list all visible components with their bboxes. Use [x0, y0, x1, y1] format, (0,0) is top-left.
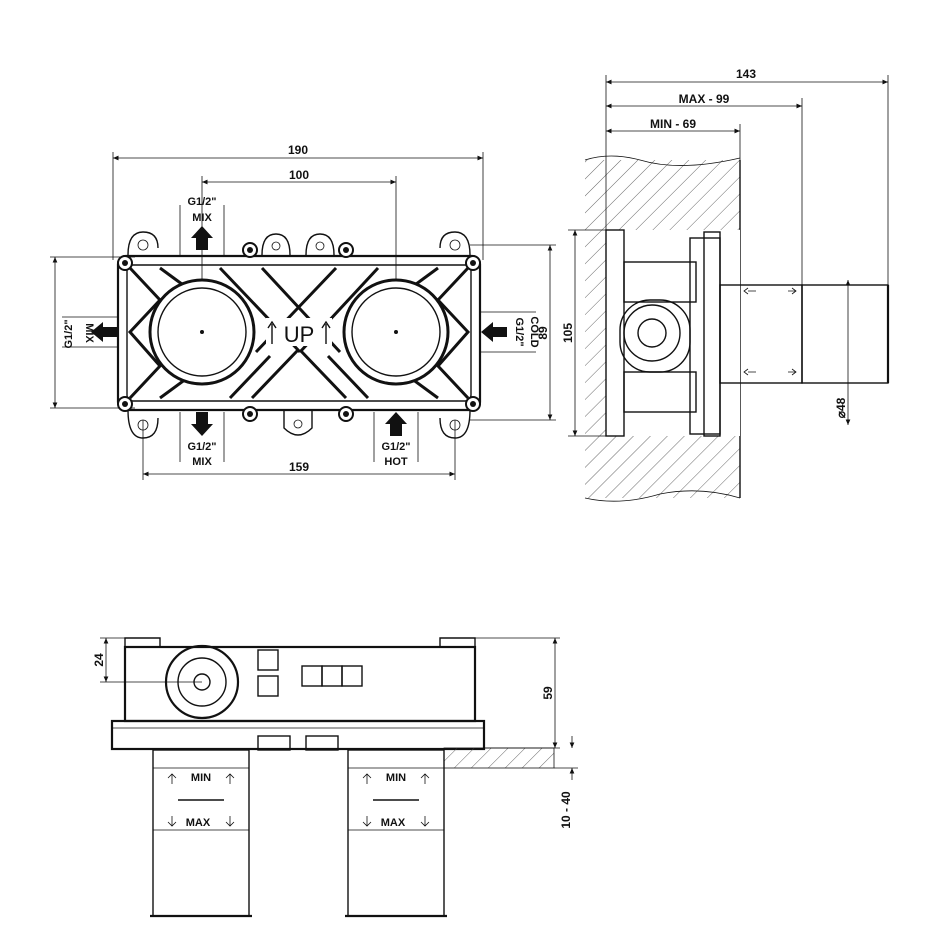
mix-bottom-outlet: G1/2" MIX — [179, 412, 225, 468]
mix-bottom-thread: G1/2" — [187, 441, 216, 453]
arrow-up-icon — [420, 773, 430, 784]
mix-top-label: MIX — [192, 212, 212, 224]
side-view: 143 MAX - 99 MIN - 69 105 ⌀48 — [561, 67, 890, 502]
arrow-left-icon — [481, 322, 507, 342]
arrow-down-icon — [362, 816, 372, 827]
arrow-down-icon — [167, 816, 177, 827]
dimension-89: 89 — [470, 244, 556, 421]
box-frame — [116, 254, 482, 412]
up-mark-label: UP — [284, 322, 315, 347]
dim-100-label: 100 — [289, 168, 309, 182]
hot-thread: G1/2" — [381, 441, 410, 453]
arrow-up-icon — [362, 773, 372, 784]
mix-left-label: MIX — [83, 323, 95, 343]
dim-143-label: 143 — [736, 67, 756, 81]
left-tube-labels: MIN MAX — [167, 772, 235, 829]
hot-label: HOT — [384, 456, 408, 468]
arrow-up-icon — [385, 412, 407, 436]
arrow-left-icon — [91, 322, 117, 342]
front-view: 190 100 159 89 — [50, 143, 556, 480]
hot-inlet: G1/2" HOT — [373, 412, 419, 468]
dim-105-label: 105 — [561, 323, 575, 343]
mix-left-outlet: G1/2" MIX — [62, 316, 118, 349]
up-mark: UP — [266, 318, 332, 347]
dim-89-label: 89 — [536, 326, 550, 340]
mounting-ears — [127, 231, 471, 439]
dim-min-label: MIN - 69 — [650, 117, 696, 131]
dimension-190: 190 — [112, 143, 484, 260]
base-plate — [110, 719, 486, 751]
extension-arrows — [743, 287, 797, 376]
right-tube-labels: MIN MAX — [362, 772, 430, 829]
dim-dia-label: ⌀48 — [834, 397, 848, 418]
right-min-label: MIN — [386, 772, 406, 784]
cold-thread: G1/2" — [513, 317, 525, 346]
arrow-up-icon — [225, 773, 235, 784]
arrow-up-icon — [191, 226, 213, 250]
mix-left-thread: G1/2" — [63, 319, 75, 348]
dim-24-label: 24 — [92, 653, 106, 667]
screws — [117, 242, 481, 422]
right-port — [342, 278, 450, 386]
dim-max-label: MAX - 99 — [679, 92, 730, 106]
bottom-view: MIN MAX MIN MAX 24 59 10 - 40 — [92, 637, 578, 918]
arrow-down-icon — [420, 816, 430, 827]
left-min-label: MIN — [191, 772, 211, 784]
arrow-down-icon — [191, 412, 213, 436]
left-port — [148, 278, 256, 386]
dim-190-label: 190 — [288, 143, 308, 157]
dim-159-label: 159 — [289, 460, 309, 474]
dim-10-40-label: 10 - 40 — [559, 791, 573, 829]
mix-top-thread: G1/2" — [187, 196, 216, 208]
right-max-label: MAX — [381, 817, 406, 829]
cold-label: COLD — [528, 316, 540, 347]
dim-59-label: 59 — [541, 686, 555, 700]
left-max-label: MAX — [186, 817, 211, 829]
cold-inlet: G1/2" COLD — [480, 311, 540, 353]
wall-finish — [443, 747, 555, 769]
mix-bottom-label: MIX — [192, 456, 212, 468]
arrow-up-icon — [167, 773, 177, 784]
mix-top-outlet: G1/2" MIX — [179, 196, 225, 255]
arrow-down-icon — [225, 816, 235, 827]
dimension-159: 159 — [142, 420, 456, 480]
